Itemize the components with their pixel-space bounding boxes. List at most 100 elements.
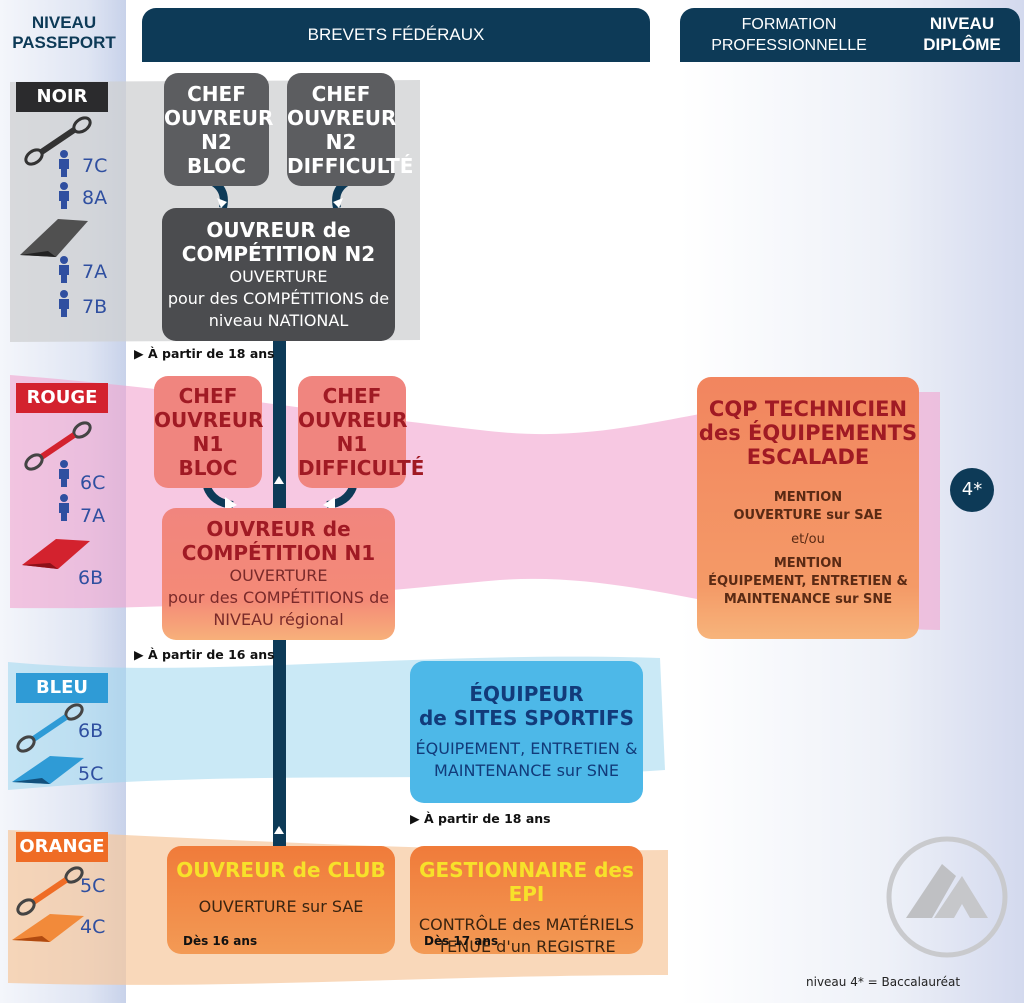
quickdraw-icon <box>16 866 84 916</box>
box-line: OUVREUR <box>164 105 274 130</box>
age-requirement: ▶ À partir de 16 ans <box>134 647 275 662</box>
box-line: OUVERTURE sur SAE <box>198 897 364 916</box>
arrow-up-icon <box>274 826 284 834</box>
age-text: Dès 17 ans <box>424 934 499 948</box>
header-line: NIVEAU <box>929 14 995 33</box>
climbing-hold-icon <box>12 914 84 942</box>
person-icon <box>59 150 69 177</box>
box-line: MENTION <box>773 556 843 571</box>
box-title-line: OUVREUR de <box>206 217 351 242</box>
ouvreur-de-club: OUVREUR de CLUB OUVERTURE sur SAE Dès 16… <box>167 846 395 954</box>
grade-label: 6B <box>78 720 104 742</box>
quickdraw-icon <box>24 116 92 166</box>
level-badge-bleu: BLEU <box>16 673 108 703</box>
person-icon <box>59 460 69 487</box>
header-line: PASSEPORT <box>12 33 116 52</box>
box-title-line: COMPÉTITION N2 <box>181 241 376 266</box>
box-line: CHEF <box>311 81 371 106</box>
box-line: OUVREUR <box>298 408 408 432</box>
age-text: Dès 16 ans <box>183 934 258 948</box>
box-title-line: CQP TECHNICIEN <box>708 397 908 421</box>
box-line: niveau NATIONAL <box>208 310 349 330</box>
formation-header: FORMATION PROFESSIONNELLE NIVEAU DIPLÔME <box>680 8 1020 62</box>
box-line: OUVREUR <box>287 105 397 130</box>
level-4-badge: 4* <box>950 468 994 512</box>
grade-label: 5C <box>78 763 104 785</box>
level-badge-noir: NOIR <box>16 82 108 112</box>
chef-ouvreur-n1-difficulte: CHEF OUVREUR N1 DIFFICULTÉ <box>298 376 425 488</box>
box-line: CHEF <box>187 81 246 106</box>
box-line: N2 <box>201 129 232 154</box>
box-line: CHEF <box>322 384 382 408</box>
box-title-line: OUVREUR de <box>206 517 351 541</box>
climbing-hold-icon <box>20 219 88 257</box>
niveau-diplome-label: NIVEAU DIPLÔME <box>912 13 1012 55</box>
footnote: niveau 4* = Baccalauréat <box>806 975 961 989</box>
header-line: FORMATION <box>741 16 837 33</box>
chef-ouvreur-n2-difficulte: CHEF OUVREUR N2 DIFFICULTÉ <box>287 73 414 186</box>
level-badge-orange: ORANGE <box>16 832 108 862</box>
box-line: DIFFICULTÉ <box>287 153 414 178</box>
age-text: À partir de 16 ans <box>147 647 275 662</box>
box-line: N1 <box>336 432 368 456</box>
box-line: pour des COMPÉTITIONS de <box>167 588 390 607</box>
box-title-line: de SITES SPORTIFS <box>418 706 635 730</box>
ffme-logo-watermark <box>886 836 1008 958</box>
grade-label: 7B <box>82 296 108 318</box>
box-title-line: des ÉQUIPEMENTS <box>698 421 918 445</box>
brevets-header: BREVETS FÉDÉRAUX <box>142 8 650 62</box>
chef-ouvreur-n2-bloc: CHEF OUVREUR N2 BLOC <box>164 73 274 186</box>
climbing-hold-icon <box>12 756 84 784</box>
chef-ouvreur-n1-bloc: CHEF OUVREUR N1 BLOC <box>154 376 264 488</box>
header-line: DIPLÔME <box>923 35 1001 54</box>
box-line: OUVERTURE sur SAE <box>733 508 883 523</box>
age-text: À partir de 18 ans <box>423 811 551 826</box>
box-line: CONTRÔLE des MATÉRIELS <box>418 915 635 934</box>
box-line: BLOC <box>187 153 246 178</box>
box-line: MENTION <box>773 490 843 505</box>
quickdraw-icon <box>16 703 84 753</box>
person-icon <box>59 290 69 317</box>
person-icon <box>59 256 69 283</box>
box-line: N1 <box>192 432 224 456</box>
connector-arrows <box>203 485 357 511</box>
box-line: OUVERTURE <box>229 566 328 585</box>
box-title-line: ESCALADE <box>746 445 870 469</box>
grade-label: 5C <box>80 875 106 897</box>
box-line: CHEF <box>178 384 238 408</box>
niveau-passeport-header: NIVEAU PASSEPORT <box>8 13 120 53</box>
quickdraw-icon <box>24 421 92 471</box>
gestionnaire-des-epi: GESTIONNAIRE des EPI CONTRÔLE des MATÉRI… <box>410 846 643 956</box>
box-line: et/ou <box>791 532 825 547</box>
age-text: À partir de 18 ans <box>147 346 275 361</box>
person-icon <box>59 494 69 521</box>
grade-label: 6C <box>80 472 106 494</box>
arrow-up-icon <box>274 476 284 484</box>
box-line: ÉQUIPEMENT, ENTRETIEN & <box>415 739 638 758</box>
box-line: DIFFICULTÉ <box>298 456 425 480</box>
box-line: MAINTENANCE sur SNE <box>723 592 893 607</box>
box-line: ÉQUIPEMENT, ENTRETIEN & <box>708 574 908 589</box>
cqp-technicien: CQP TECHNICIEN des ÉQUIPEMENTS ESCALADE … <box>697 377 919 639</box>
box-title-line: COMPÉTITION N1 <box>181 541 376 565</box>
ouvreur-competition-n1: OUVREUR de COMPÉTITION N1 OUVERTURE pour… <box>162 508 395 640</box>
box-line: TENUE d'un REGISTRE <box>437 937 616 956</box>
grade-label: 6B <box>78 567 104 589</box>
grade-label: 7C <box>82 155 108 177</box>
level-badge-rouge: ROUGE <box>16 383 108 413</box>
box-line: NIVEAU régional <box>213 610 344 629</box>
box-title-line: OUVREUR de CLUB <box>176 858 386 882</box>
age-requirement: ▶ À partir de 18 ans <box>410 811 551 826</box>
box-line: MAINTENANCE sur SNE <box>434 761 619 780</box>
equipeur-sites-sportifs: ÉQUIPEUR de SITES SPORTIFS ÉQUIPEMENT, E… <box>410 661 643 803</box>
ouvreur-competition-n2: OUVREUR de COMPÉTITION N2 OUVERTURE pour… <box>162 208 395 341</box>
box-title-line: GESTIONNAIRE des EPI <box>419 858 634 906</box>
header-line: PROFESSIONNELLE <box>711 37 867 54</box>
grade-label: 4C <box>80 916 106 938</box>
box-line: OUVREUR <box>154 408 264 432</box>
header-line: NIVEAU <box>31 13 97 32</box>
climbing-hold-icon <box>22 539 90 569</box>
age-requirement: ▶ À partir de 18 ans <box>134 346 275 361</box>
box-line: BLOC <box>178 456 238 480</box>
box-line: N2 <box>325 129 357 154</box>
